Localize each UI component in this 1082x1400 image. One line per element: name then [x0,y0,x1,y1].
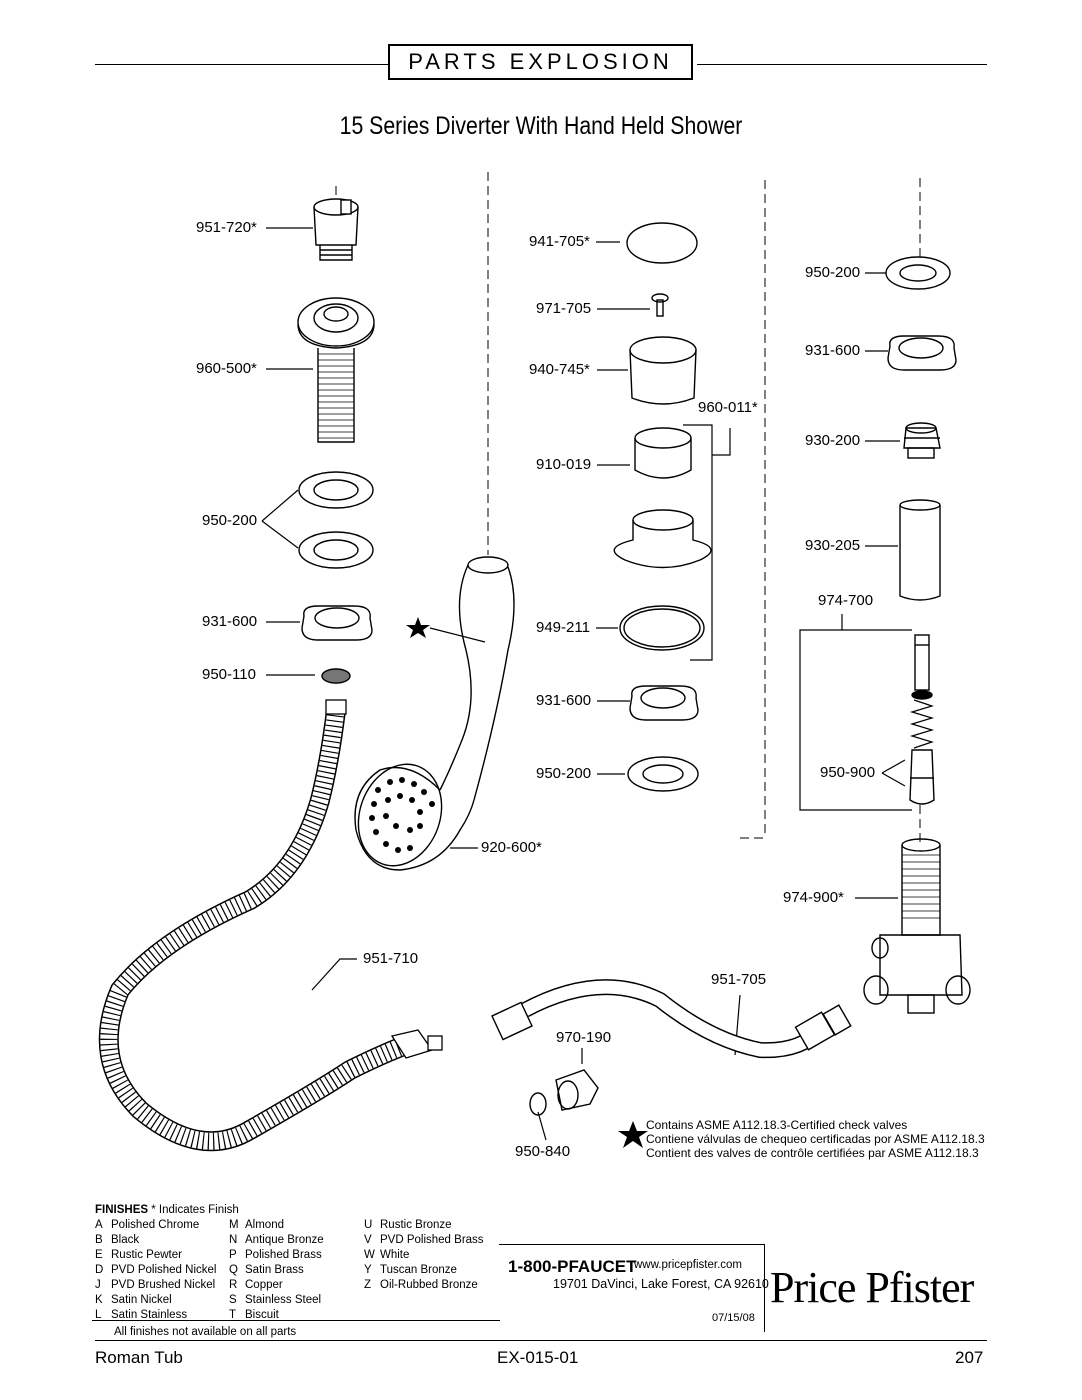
footer-page-number: 207 [955,1348,984,1367]
label-960-011: 960-011* [698,399,758,416]
part-930-200 [903,422,941,459]
part-931-600-right [887,335,957,371]
label-950-110: 950-110 [202,666,256,683]
footer-rule [95,1340,987,1341]
label-910-019: 910-019 [536,456,592,473]
label-920-600: 920-600* [481,839,542,856]
label-950-840: 950-840 [515,1143,571,1160]
parts-diagram [98,172,971,1152]
label-941-705: 941-705* [529,233,590,250]
header-box: PARTS EXPLOSION [388,44,693,80]
label-931-600-left: 931-600 [202,613,258,630]
label-950-200-right: 950-200 [805,264,861,281]
footer-doc-number: EX-015-01 [497,1348,579,1367]
star-icon [406,617,430,638]
brand-logo: Price Pfister [770,1263,974,1312]
part-951-720 [313,198,359,261]
label-930-200: 930-200 [805,432,861,449]
part-974-700-cartridge [909,634,935,805]
label-960-500: 960-500* [196,360,257,377]
certification-note: Contains ASME A112.18.3-Certified check … [646,1118,985,1160]
label-950-200-center: 950-200 [536,765,592,782]
part-951-710-hose [98,699,443,1152]
label-951-710: 951-710 [363,950,419,967]
part-960-500 [297,297,375,443]
part-950-840-washer [529,1092,547,1116]
finishes-box-bottom [92,1320,500,1321]
label-971-705: 971-705 [536,300,592,317]
label-951-720: 951-720* [196,219,257,236]
phone-number: 1-800-PFAUCET [508,1257,637,1276]
header-box-label: PARTS EXPLOSION [408,49,673,74]
label-974-700: 974-700 [818,592,874,609]
note-es: Contiene válvulas de chequeo certificada… [646,1132,985,1146]
finishes-title: FINISHES [95,1204,149,1216]
part-940-745-handle [629,336,697,405]
part-910-019 [634,427,692,479]
header-rule-right [697,64,987,65]
part-931-600-center [629,685,699,721]
label-951-705: 951-705 [711,971,767,988]
label-970-190: 970-190 [556,1029,612,1046]
finishes-title-note: * Indicates Finish [151,1204,239,1216]
part-920-600-handshower [354,556,515,871]
part-974-900-valve-body [863,838,971,1014]
address: 19701 DaVinci, Lake Forest, CA 92610 [553,1277,769,1291]
label-950-200-left: 950-200 [202,512,258,529]
label-949-211: 949-211 [536,619,590,636]
leader-lines [261,227,912,1141]
part-941-705-cap [626,222,698,264]
label-974-900: 974-900* [783,889,844,906]
label-950-900: 950-900 [820,764,876,781]
part-960-011-escutcheon [613,509,712,569]
finishes-footnote: All finishes not available on all parts [114,1326,297,1338]
label-931-600-center: 931-600 [536,692,592,709]
website: www.pricepfister.com [634,1259,743,1271]
part-950-200-right [885,256,951,290]
part-951-705-hose [491,979,852,1059]
part-950-110 [321,668,351,684]
part-950-200-center [627,756,699,792]
label-940-745: 940-745* [529,361,590,378]
label-930-205: 930-205 [805,537,861,554]
part-971-705-screw [651,293,669,317]
note-star-icon [618,1121,648,1148]
note-en: Contains ASME A112.18.3-Certified check … [646,1118,908,1132]
part-931-600-left [301,605,373,641]
part-970-190-fitting [555,1069,599,1111]
finishes-title-row: FINISHES * Indicates Finish [95,1203,239,1218]
part-930-205-tube [899,499,941,601]
document-date: 07/15/08 [712,1312,755,1324]
page-title: 15 Series Diverter With Hand Held Shower [339,112,743,140]
note-fr: Contient des valves de contrôle certifié… [646,1146,979,1160]
washers-left [298,471,374,569]
part-949-211-oring [619,605,705,651]
contact-box [499,1244,765,1332]
footer-product: Roman Tub [95,1348,183,1367]
header-rule-left [95,64,388,65]
label-931-600-right: 931-600 [805,342,861,359]
